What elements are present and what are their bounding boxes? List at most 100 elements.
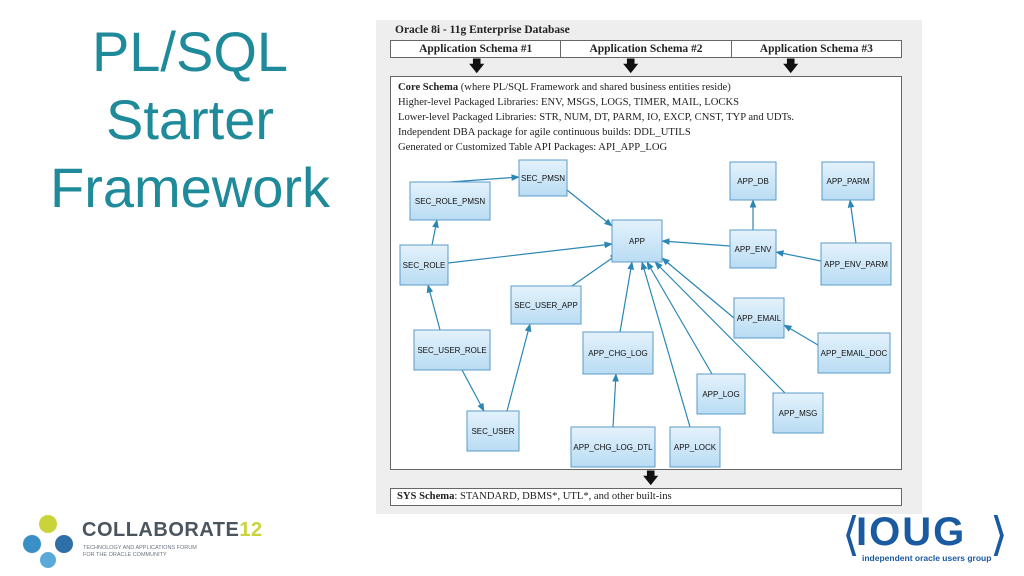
node-sec-user-box xyxy=(466,410,520,452)
node-sec-user-role-box xyxy=(413,329,491,371)
application-schema-2: Application Schema #2 xyxy=(560,41,730,57)
logo-circle-top xyxy=(39,515,57,533)
edge-sec-user-app-app xyxy=(571,253,619,287)
node-sec-user: SEC_USER xyxy=(466,410,520,452)
node-app-env: APP_ENV xyxy=(729,229,777,269)
node-app-parm-box xyxy=(821,161,875,201)
node-app-log-label: APP_LOG xyxy=(702,390,739,399)
edge-sec-user-role-sec-role xyxy=(426,284,441,331)
title-line-1: PL/SQL xyxy=(91,20,289,83)
collaborate-tagline-2: FOR THE ORACLE COMMUNITY xyxy=(83,552,167,558)
node-app-msg: APP_MSG xyxy=(772,392,824,434)
collaborate-logo xyxy=(23,515,73,568)
node-app-lock-box xyxy=(669,426,721,468)
down-arrow-icon: 🡇 xyxy=(469,57,485,75)
node-sec-role-pmsn-box xyxy=(409,181,491,221)
node-app-email-box xyxy=(733,297,785,339)
application-schema-row: Application Schema #1 Application Schema… xyxy=(390,40,902,58)
node-sec-pmsn: SEC_PMSN xyxy=(518,159,568,197)
title-line-2: Starter xyxy=(105,88,275,151)
core-schema-note: (where PL/SQL Framework and shared busin… xyxy=(458,82,731,93)
edge-sec-role-sec-role-pmsn xyxy=(431,219,439,246)
core-line-4: Generated or Customized Table API Packag… xyxy=(398,142,668,153)
node-app-email-doc-box xyxy=(817,332,891,374)
logo-circle-left xyxy=(23,535,41,553)
down-arrow-icon: 🡇 xyxy=(623,57,639,75)
node-app-db: APP_DB xyxy=(729,161,777,201)
node-sec-user-app-box xyxy=(510,285,582,325)
ioug-right-bracket-icon: ⟩ xyxy=(990,507,1008,561)
logo-circle-right xyxy=(55,535,73,553)
node-sec-pmsn-label: SEC_PMSN xyxy=(521,174,565,183)
edge-app-email-app xyxy=(661,257,735,319)
node-app-email-doc: APP_EMAIL_DOC xyxy=(817,332,891,374)
sys-schema-heading: SYS Schema xyxy=(397,491,455,502)
ioug-wordmark: IOUG xyxy=(856,510,967,554)
core-schema-heading: Core Schema xyxy=(398,82,459,93)
collaborate-tagline-1: TECHNOLOGY AND APPLICATIONS FORUM xyxy=(83,545,197,551)
edge-app-env-parm-app-env xyxy=(775,250,822,262)
relationship-edges xyxy=(426,174,857,428)
edge-app-lock-app xyxy=(640,261,691,428)
node-app-chg-log-box xyxy=(582,331,654,375)
node-app-chg-log: APP_CHG_LOG xyxy=(582,331,654,375)
edge-app-chg-log-dtl-app-chg-log xyxy=(612,373,619,428)
node-app-msg-box xyxy=(772,392,824,434)
down-arrow-icon: 🡇 xyxy=(643,469,659,487)
node-app-db-label: APP_DB xyxy=(737,177,769,186)
node-app-lock-label: APP_LOCK xyxy=(674,443,717,452)
edge-sec-pmsn-app xyxy=(566,189,613,227)
core-line-1: Higher-level Packaged Libraries: ENV, MS… xyxy=(398,97,740,108)
node-app-parm-label: APP_PARM xyxy=(827,177,870,186)
node-app-env-label: APP_ENV xyxy=(735,245,773,254)
down-arrow-icon: 🡇 xyxy=(783,57,799,75)
node-sec-role: SEC_ROLE xyxy=(399,244,449,286)
edge-app-email-doc-app-email xyxy=(783,324,819,346)
node-sec-role-pmsn: SEC_ROLE_PMSN xyxy=(409,181,491,221)
node-app-label: APP xyxy=(629,237,645,246)
node-app-chg-log-dtl-label: APP_CHG_LOG_DTL xyxy=(573,443,653,452)
logo-circle-bottom xyxy=(40,552,56,568)
edge-sec-role-app xyxy=(447,241,613,264)
collaborate-number: 12 xyxy=(239,519,263,541)
node-sec-role-label: SEC_ROLE xyxy=(403,261,446,270)
node-app-env-box xyxy=(729,229,777,269)
node-app-env-parm-box xyxy=(820,242,892,286)
edge-app-chg-log-app xyxy=(619,261,635,333)
node-app-log-box xyxy=(696,373,746,415)
title-line-3: Framework xyxy=(49,156,331,219)
application-schema-3: Application Schema #3 xyxy=(730,41,901,57)
node-sec-user-label: SEC_USER xyxy=(471,427,514,436)
node-app-log: APP_LOG xyxy=(696,373,746,415)
node-sec-role-box xyxy=(399,244,449,286)
core-schema-heading-line: Core Schema (where PL/SQL Framework and … xyxy=(398,80,794,95)
node-app-lock: APP_LOCK xyxy=(669,426,721,468)
edge-app-msg-app xyxy=(654,261,786,394)
node-sec-user-app: SEC_USER_APP xyxy=(510,285,582,325)
edge-app-env-parm-app-parm xyxy=(847,199,857,244)
node-app-env-parm: APP_ENV_PARM xyxy=(820,242,892,286)
collaborate-tagline: TECHNOLOGY AND APPLICATIONS FORUM FOR TH… xyxy=(83,545,197,559)
core-schema-text: Core Schema (where PL/SQL Framework and … xyxy=(398,80,794,155)
node-app-email-doc-label: APP_EMAIL_DOC xyxy=(821,349,888,358)
node-app: APP xyxy=(611,219,663,263)
edge-sec-user-role-sec-user xyxy=(461,369,485,412)
node-app-msg-label: APP_MSG xyxy=(779,409,818,418)
node-app-env-parm-label: APP_ENV_PARM xyxy=(824,260,888,269)
logo-circle-center xyxy=(41,535,55,549)
core-line-2: Lower-level Packaged Libraries: STR, NUM… xyxy=(398,112,795,123)
node-sec-user-role-label: SEC_USER_ROLE xyxy=(417,346,486,355)
sys-schema-text: : STANDARD, DBMS*, UTL*, and other built… xyxy=(454,491,672,502)
edge-app-log-app xyxy=(646,261,713,375)
ioug-tagline: independent oracle users group xyxy=(862,553,992,563)
node-app-parm: APP_PARM xyxy=(821,161,875,201)
node-sec-pmsn-box xyxy=(518,159,568,197)
slide-title: PL/SQL Starter Framework xyxy=(30,18,350,222)
node-sec-role-pmsn-label: SEC_ROLE_PMSN xyxy=(415,197,485,206)
node-app-email: APP_EMAIL xyxy=(733,297,785,339)
node-app-chg-log-dtl: APP_CHG_LOG_DTL xyxy=(570,426,656,468)
node-app-chg-log-dtl-box xyxy=(570,426,656,468)
core-line-3: Independent DBA package for agile contin… xyxy=(398,127,691,138)
edge-app-env-app xyxy=(661,238,731,247)
